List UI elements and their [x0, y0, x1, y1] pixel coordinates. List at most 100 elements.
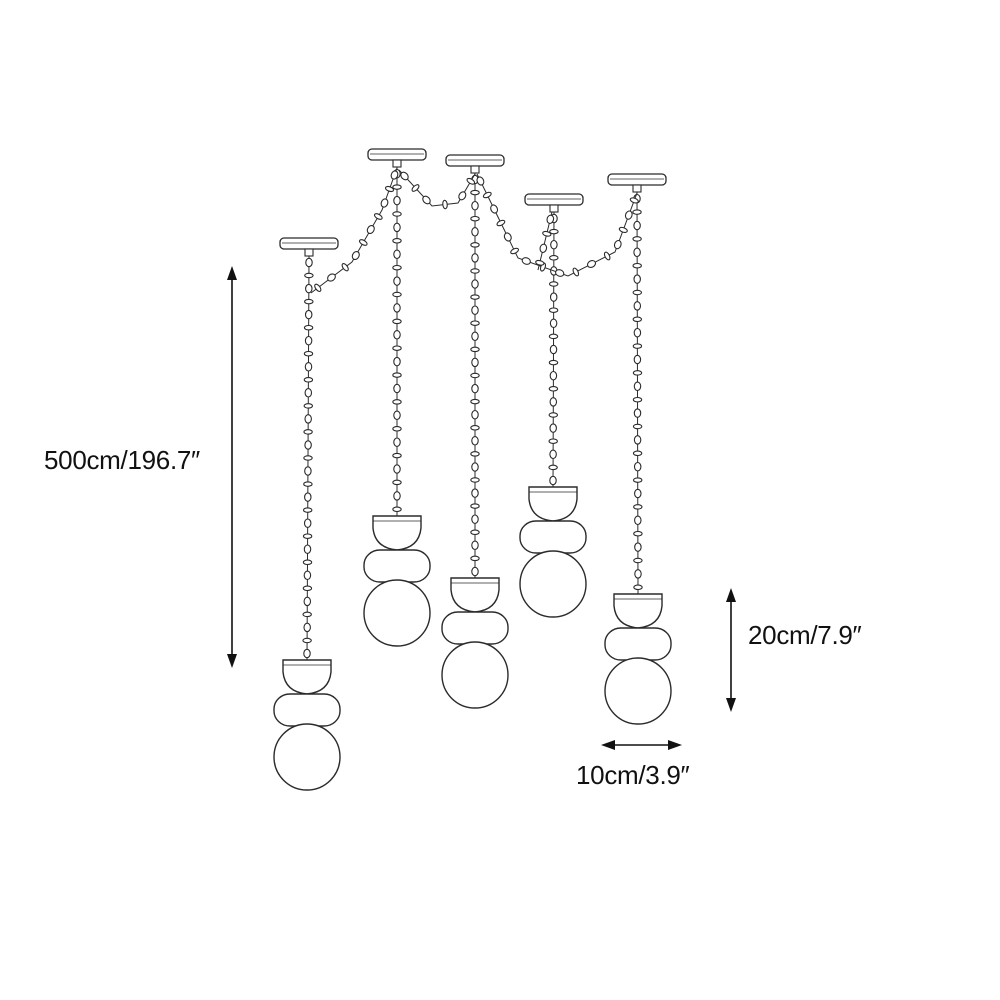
chain-link: [303, 518, 312, 528]
chain-link: [470, 189, 480, 196]
chain-link: [411, 184, 420, 192]
chain-link: [302, 637, 312, 644]
chain-link: [618, 226, 628, 233]
chain-link: [632, 370, 643, 376]
chain-link: [470, 529, 480, 536]
chain-link: [304, 362, 313, 372]
chain-link: [392, 452, 402, 459]
pendant-light-1: [273, 659, 341, 791]
chain-drop-5: [632, 191, 643, 595]
chain-link: [549, 344, 558, 355]
chain-link: [476, 176, 485, 186]
chain-link: [471, 436, 479, 446]
chain-link: [548, 438, 558, 444]
chain-link: [390, 170, 399, 180]
chain-link: [304, 335, 313, 346]
chain-link: [632, 343, 643, 349]
chain-link: [470, 503, 480, 509]
chain-link: [471, 227, 479, 237]
chain-link: [471, 383, 479, 394]
chain-link: [304, 272, 314, 279]
chain-link: [496, 219, 506, 227]
chain-link: [305, 283, 313, 294]
chain-link: [393, 437, 401, 447]
chain-link: [304, 388, 313, 398]
chain-link: [303, 622, 311, 633]
chain-link: [422, 195, 431, 205]
chain-link: [400, 171, 409, 181]
dimension-arrow-shade-width: [601, 740, 682, 750]
chain-link: [470, 477, 480, 483]
pendant-light-3: [441, 577, 509, 709]
chain-link: [550, 239, 558, 250]
chain-link: [633, 247, 641, 258]
dimension-arrow-shade-height: [726, 588, 736, 712]
chain-link: [470, 268, 480, 274]
chain-link: [633, 408, 642, 418]
chain-link: [393, 330, 401, 340]
chain-link: [549, 292, 558, 302]
chain-link: [633, 461, 642, 472]
chain-link: [572, 267, 580, 277]
chain-link: [471, 305, 479, 315]
chain-drop-2: [392, 167, 402, 516]
chain-link: [442, 199, 448, 210]
chain-link: [633, 435, 642, 445]
chain-link: [341, 263, 349, 272]
chain-link: [549, 318, 558, 329]
shade-height-label: 20cm/7.9″: [748, 620, 862, 650]
chain-link: [471, 488, 479, 498]
chain-link: [632, 423, 643, 430]
chain-swag-4: [535, 211, 555, 271]
chain-link: [302, 507, 313, 513]
chain-link: [327, 273, 336, 282]
chain-link: [634, 542, 642, 552]
chain-link: [470, 398, 480, 405]
chain-link: [555, 269, 565, 277]
chain-link: [521, 257, 531, 265]
dimension-arrow-height: [227, 266, 237, 668]
chain-link: [471, 540, 479, 551]
chain-link: [392, 264, 402, 271]
chain-link: [549, 475, 557, 486]
chain-link: [392, 211, 402, 217]
ceiling-canopy-5: [607, 173, 667, 193]
chain-link: [471, 200, 479, 211]
chain-link: [542, 230, 552, 237]
chain-link: [633, 557, 643, 564]
chain-link: [471, 331, 479, 342]
chain-link: [471, 514, 479, 524]
chain-link: [633, 301, 642, 311]
chain-link: [392, 506, 402, 513]
chain-link: [304, 414, 312, 424]
chain-link: [392, 345, 402, 351]
chain-link: [393, 222, 401, 233]
chain-swag-3: [476, 173, 639, 277]
canopy-group: [279, 148, 667, 257]
chain-link: [393, 303, 401, 313]
chain-link: [549, 397, 558, 407]
ceiling-canopy-1: [279, 237, 339, 257]
chain-link: [629, 197, 639, 204]
chain-link: [393, 195, 401, 206]
chain-link: [470, 346, 480, 353]
chain-link: [549, 370, 558, 381]
chain-link: [304, 309, 313, 320]
chain-link: [634, 569, 642, 579]
chain-link: [624, 210, 633, 220]
chain-link: [471, 279, 479, 289]
chain-link: [471, 357, 479, 368]
chain-link: [535, 259, 545, 266]
chain-swag-1: [310, 167, 399, 294]
chain-link: [392, 372, 402, 378]
chain-link: [304, 492, 312, 502]
chain-link: [302, 533, 313, 539]
chain-link: [392, 479, 402, 486]
chain-link: [303, 350, 314, 357]
chain-link: [392, 238, 402, 244]
chain-link: [303, 455, 313, 461]
pendant-light-4: [519, 486, 587, 618]
pendant-light-2: [363, 515, 431, 647]
chain-link: [632, 396, 643, 403]
